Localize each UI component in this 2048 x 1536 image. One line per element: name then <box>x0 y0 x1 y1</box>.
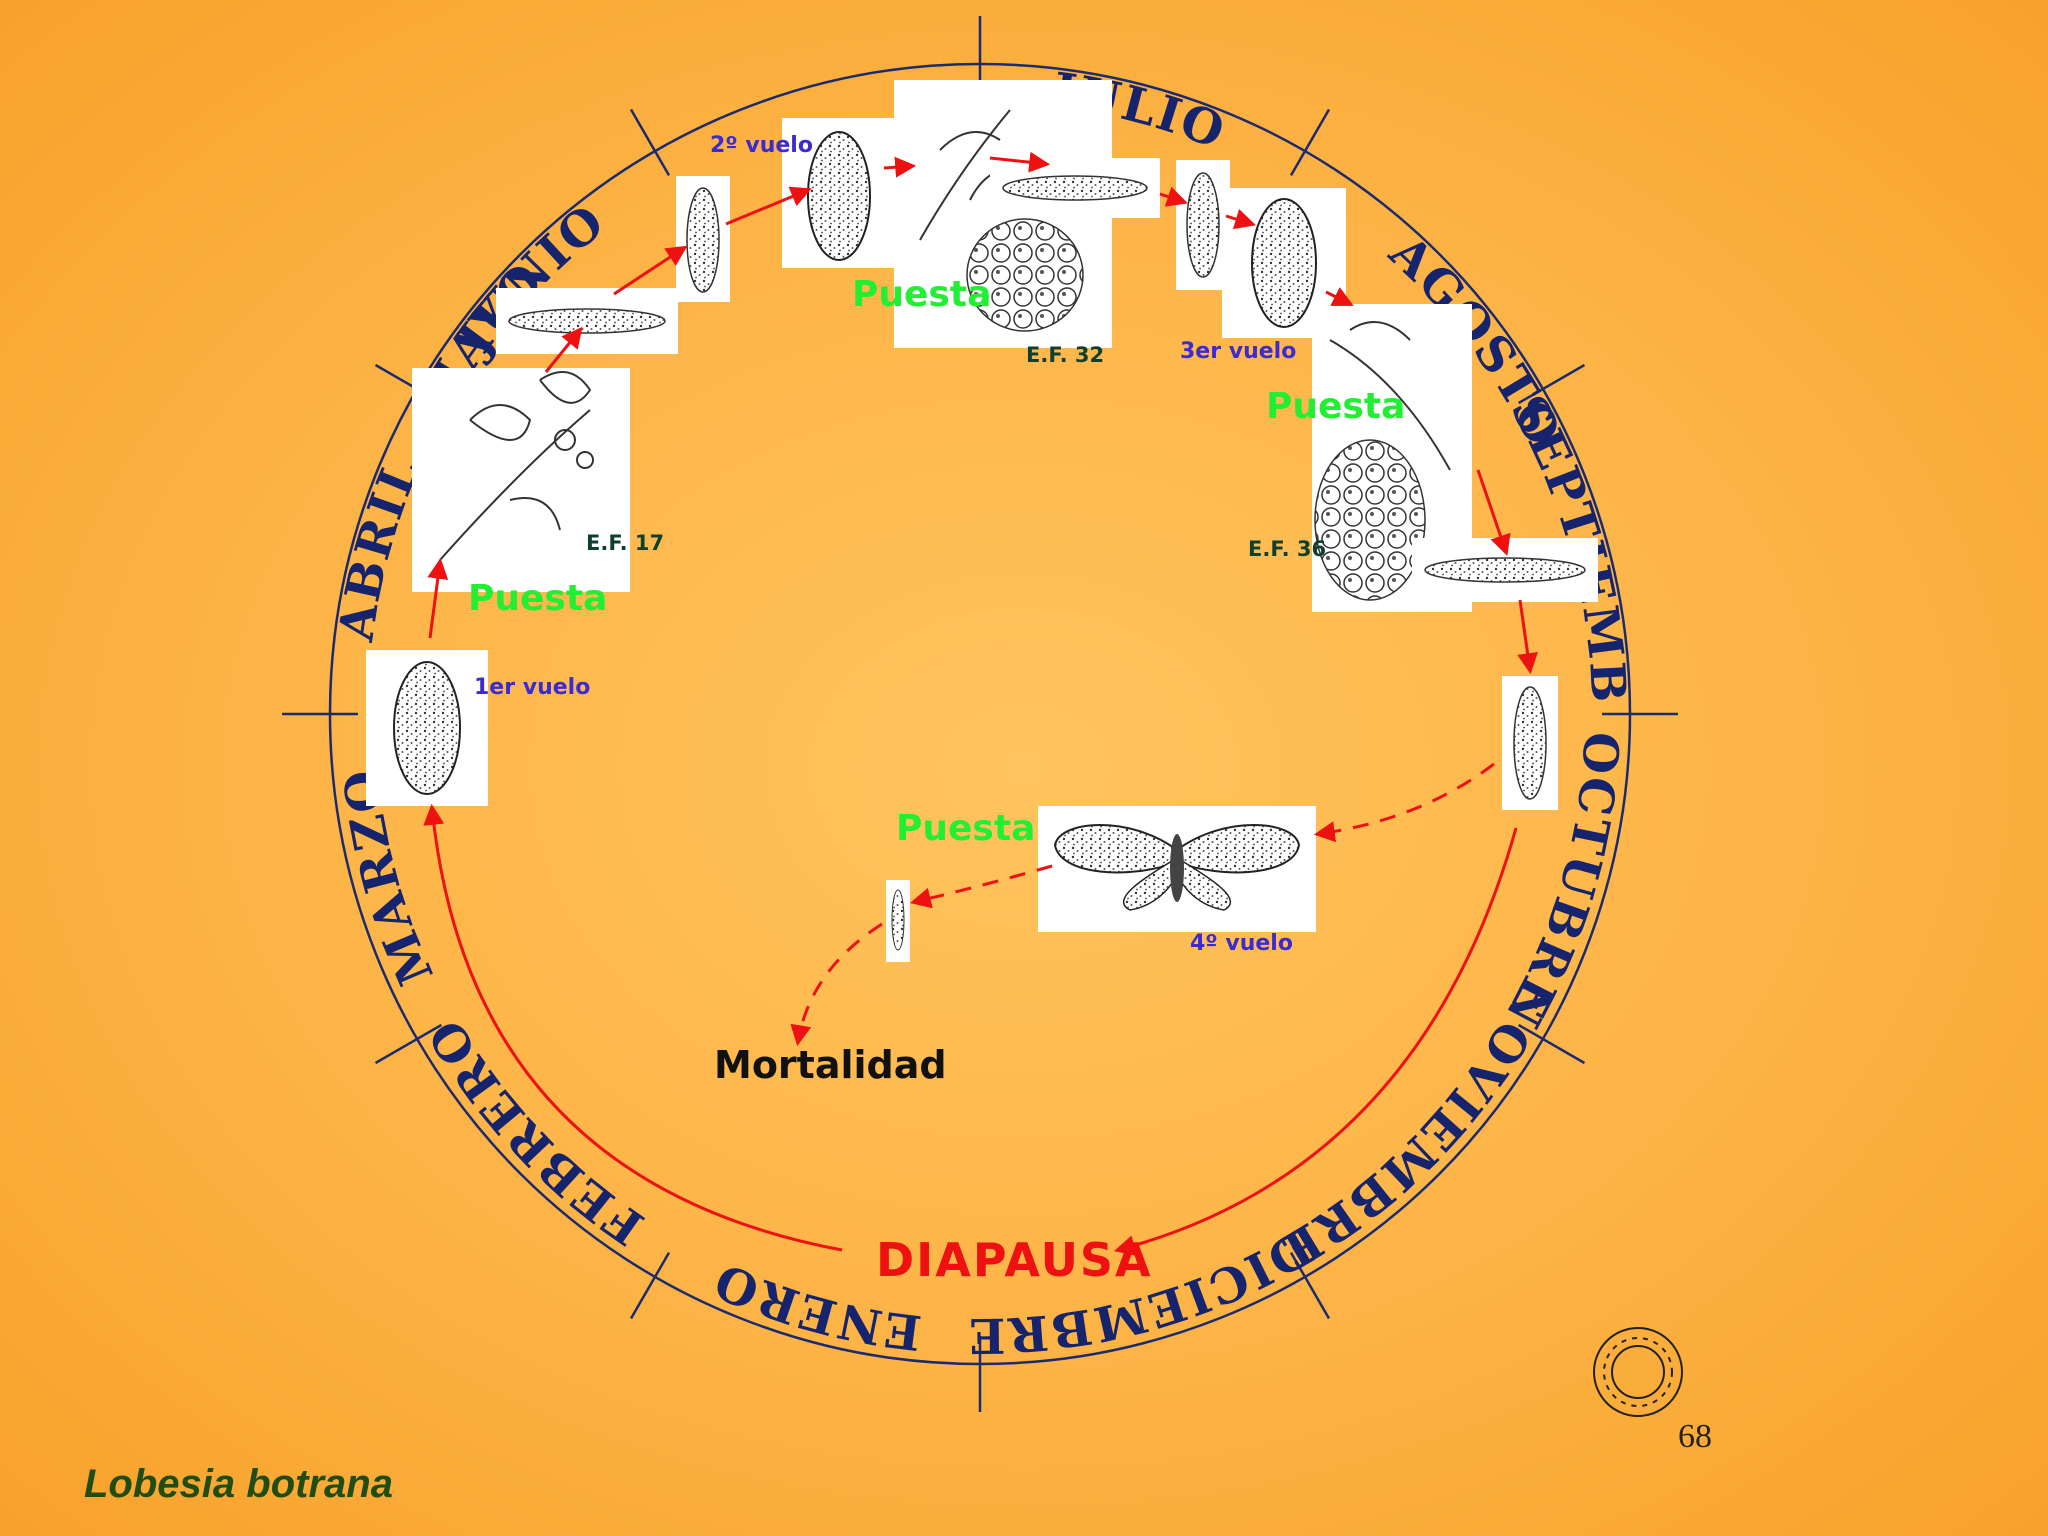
label-puesta-3: Puesta <box>1266 386 1405 427</box>
page-number: 68 <box>1678 1418 1712 1455</box>
larva-icon <box>1424 557 1586 583</box>
moth-icon <box>1251 198 1317 328</box>
month-divider <box>1518 363 1586 405</box>
label-4th-flight: 4º vuelo <box>1190 931 1293 956</box>
label-puesta-1: Puesta <box>468 578 607 619</box>
label-1st-flight: 1er vuelo <box>474 675 590 700</box>
month-dividers <box>282 16 1678 1412</box>
grape-icon <box>1314 439 1426 601</box>
label-ef-32: E.F. 32 <box>1026 343 1104 367</box>
label-2nd-flight: 2º vuelo <box>710 133 813 158</box>
month-divider <box>1289 108 1331 176</box>
label-diapausa: DIAPAUSA <box>876 1233 1153 1287</box>
vine-icon <box>439 371 594 561</box>
larva-icon <box>508 308 666 334</box>
pupa-icon <box>1513 686 1547 800</box>
label-ef-36: E.F. 36 <box>1248 537 1326 561</box>
label-mortalidad: Mortalidad <box>714 1043 947 1087</box>
grape-icon <box>966 218 1084 332</box>
month-divider <box>374 1023 442 1065</box>
label-puesta-4: Puesta <box>896 808 1035 849</box>
pupa-icon <box>1186 172 1220 278</box>
egg-icon <box>891 889 905 951</box>
label-puesta-2: Puesta <box>852 274 991 315</box>
cycle-arrows <box>423 151 1539 1256</box>
moth-icon <box>807 131 871 261</box>
logo-seal-icon <box>1593 1327 1683 1417</box>
month-febrero: FEBRERO <box>417 1008 654 1255</box>
larva-icon <box>1002 175 1148 201</box>
month-divider <box>1518 1023 1586 1065</box>
month-noviembre: NOVIEMBRE <box>1270 971 1564 1279</box>
month-divider <box>629 1252 671 1320</box>
pupa-icon <box>686 187 720 293</box>
moth-spread-icon <box>1053 824 1301 911</box>
month-divider <box>629 108 671 176</box>
vine-panel-ef17 <box>412 368 630 592</box>
species-name: Lobesia botrana <box>84 1462 393 1506</box>
month-divider <box>1289 1252 1331 1320</box>
label-3rd-flight: 3er vuelo <box>1180 339 1296 364</box>
label-ef-17: E.F. 17 <box>586 531 664 555</box>
grape-vine-icon <box>1329 321 1451 471</box>
moth-icon <box>393 661 461 795</box>
